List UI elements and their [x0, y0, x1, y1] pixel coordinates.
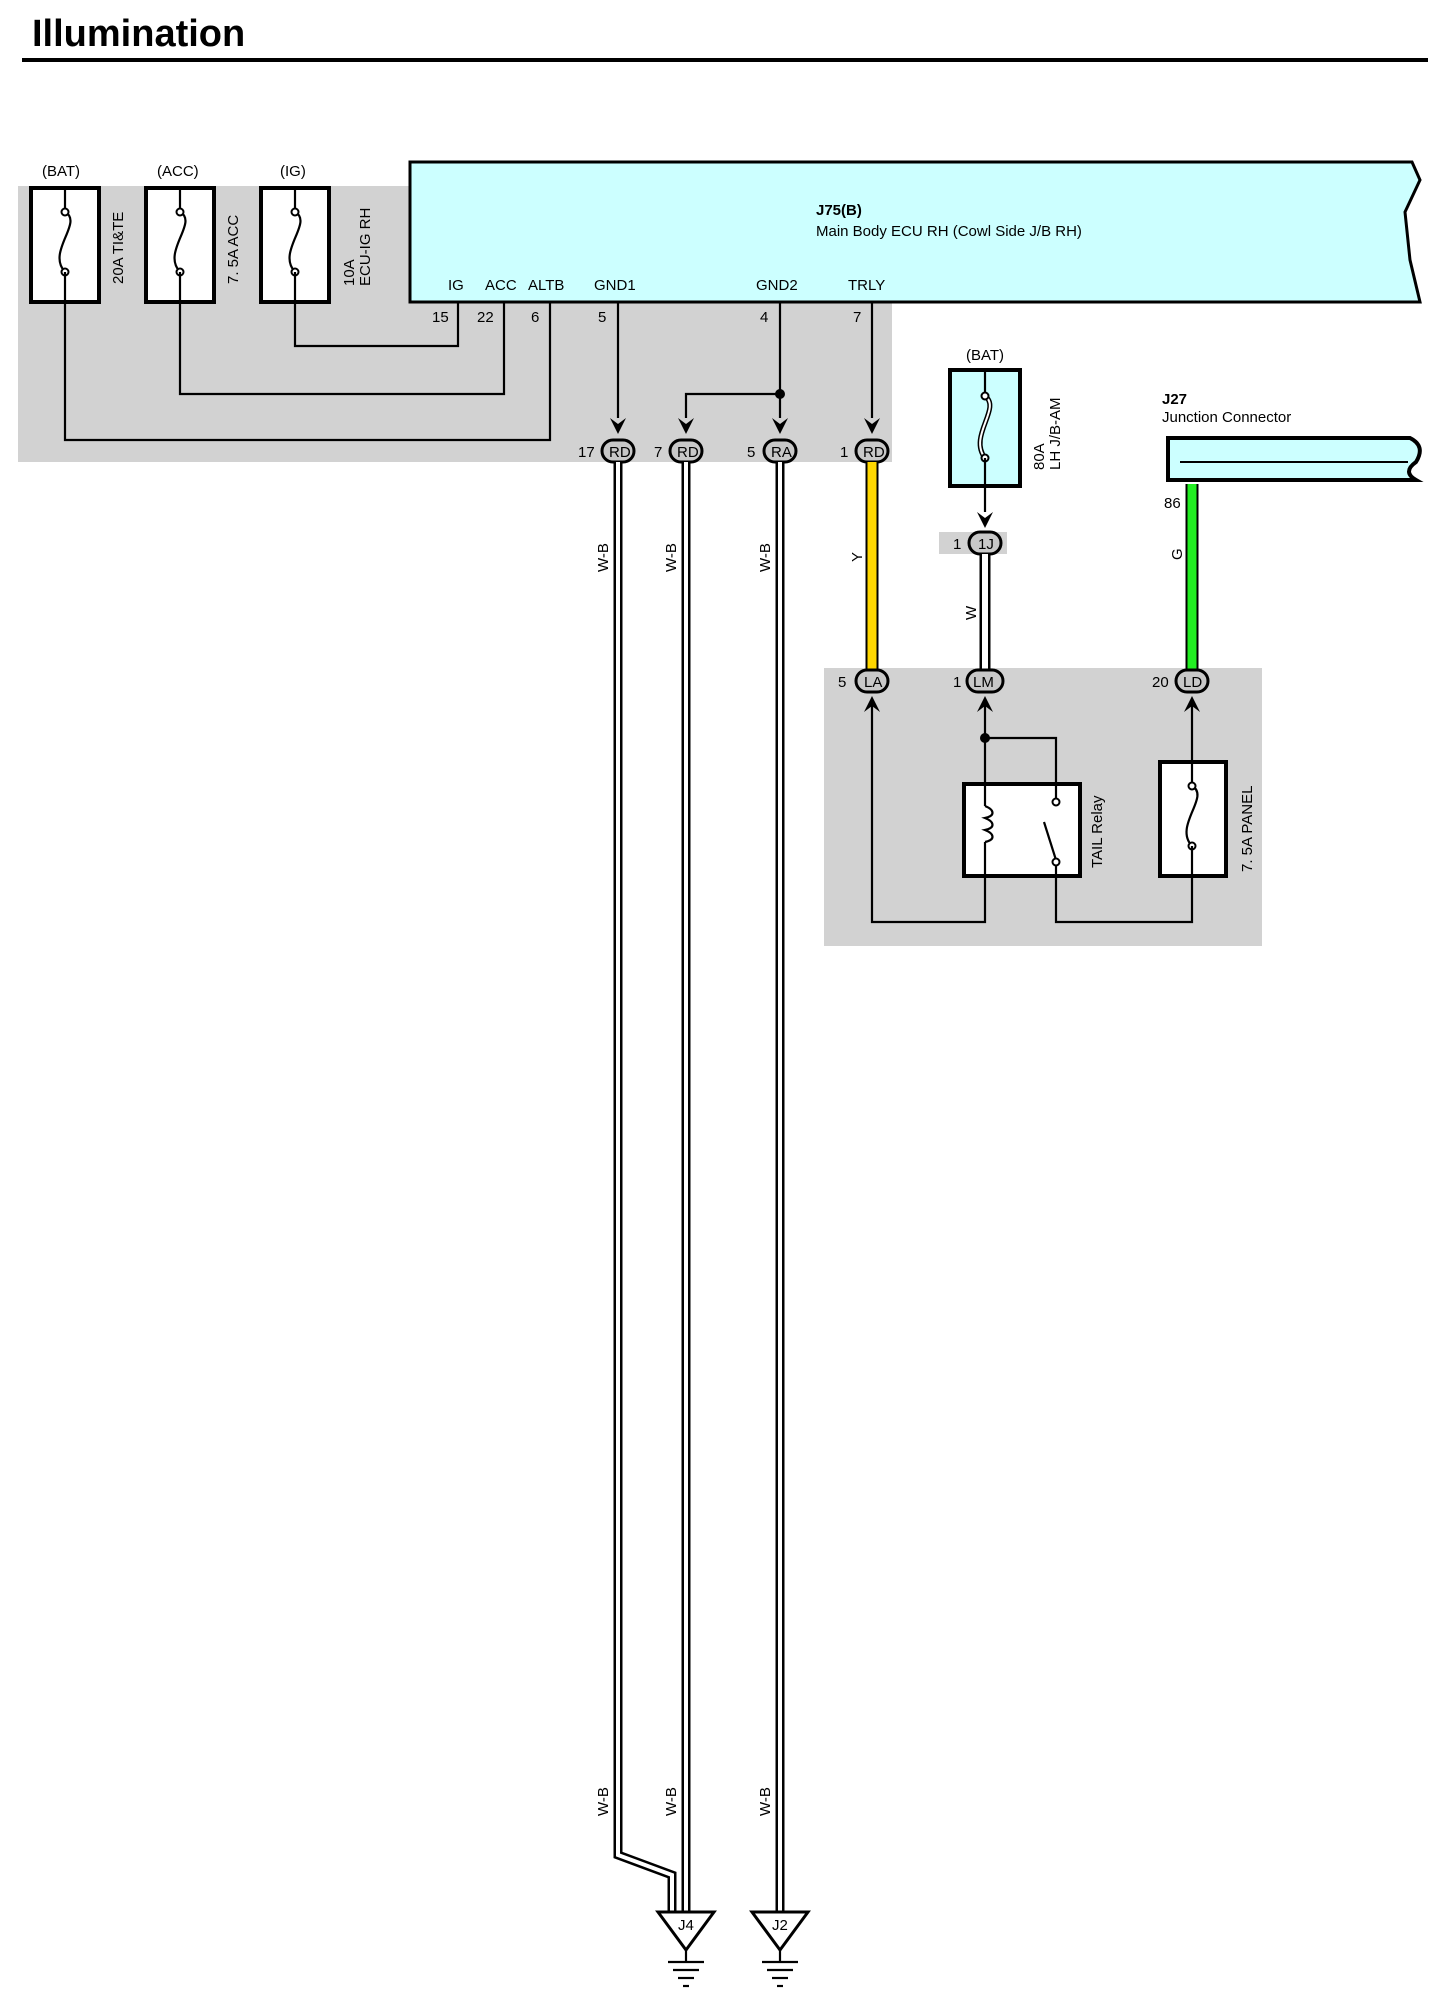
link-rating: 80A — [1031, 443, 1048, 470]
fuse-7-5a-acc-symbol — [144, 186, 216, 304]
connector-arrows-lower — [864, 696, 1200, 712]
junction-name: Junction Connector — [1162, 409, 1291, 426]
wire-label-gnd2b-lower: W-B — [757, 1787, 774, 1816]
connector-7-rd: RD 7 — [654, 438, 704, 464]
ecu-pin-label-trly: TRLY — [848, 277, 885, 294]
wire-relay-to-fuse — [1054, 876, 1194, 924]
wire-acc — [178, 302, 506, 396]
svg-text:RD: RD — [609, 444, 631, 461]
ground-j2: J2 — [749, 1910, 811, 1988]
page-title: Illumination — [32, 13, 245, 55]
svg-text:5: 5 — [838, 674, 846, 691]
ecu-pin-label-altb: ALTB — [528, 277, 564, 294]
svg-text:RD: RD — [863, 444, 885, 461]
svg-text:RD: RD — [677, 444, 699, 461]
fuse3-rating: 10A — [341, 259, 358, 286]
wire-label-gnd1: W-B — [595, 543, 612, 572]
fuse-7-5a-panel-symbol — [1158, 760, 1228, 878]
connector-1-rd: RD 1 — [840, 438, 890, 464]
relay-name: TAIL Relay — [1089, 795, 1106, 868]
ground-wires — [613, 462, 785, 1920]
ecu-pin-label-gnd1: GND1 — [594, 277, 636, 294]
ecu-pin-num-acc: 22 — [477, 309, 494, 326]
svg-text:5: 5 — [747, 444, 755, 461]
wire-ig — [293, 302, 460, 348]
ecu-pin-num-altb: 6 — [531, 309, 539, 326]
fuse-10a-ecu-ig-symbol — [259, 186, 331, 304]
wire-label-link: W — [963, 605, 980, 620]
ecu-name: Main Body ECU RH (Cowl Side J/B RH) — [816, 223, 1082, 240]
link-arrow — [977, 512, 993, 528]
svg-text:RA: RA — [771, 444, 792, 461]
ecu-pin-num-gnd1: 5 — [598, 309, 606, 326]
panel-fuse-rating: 7. 5A PANEL — [1239, 786, 1256, 872]
wire-la-to-relay — [870, 706, 987, 924]
link-source: (BAT) — [966, 347, 1004, 364]
connector-1-lm: LM 1 — [953, 668, 1005, 694]
wire-label-gnd2a: W-B — [663, 543, 680, 572]
wire-label-gnd2a-lower: W-B — [663, 1787, 680, 1816]
svg-text:7: 7 — [654, 444, 662, 461]
connector-1-1j: 1J 1 — [953, 530, 1003, 556]
svg-text:17: 17 — [578, 444, 595, 461]
svg-text:LA: LA — [864, 674, 882, 691]
connector-17-rd: RD 17 — [578, 438, 636, 464]
ecu-id: J75(B) — [816, 202, 862, 219]
fuse2-rating: 7. 5A ACC — [225, 215, 242, 284]
svg-text:J2: J2 — [772, 1917, 788, 1934]
fuse2-source: (ACC) — [157, 163, 199, 180]
fuse-20a-tite-symbol — [29, 186, 101, 304]
connector-5-ra: RA 5 — [747, 438, 798, 464]
wire-label-trly: Y — [849, 552, 866, 562]
fusible-link-80a-symbol — [948, 368, 1022, 488]
fuse3-name: ECU-IG RH — [357, 208, 374, 286]
connector-20-ld: LD 20 — [1152, 668, 1210, 694]
ecu-pin-label-gnd2: GND2 — [756, 277, 798, 294]
wire-label-junction: G — [1169, 548, 1186, 560]
fuse1-rating: 20A TI&TE — [110, 212, 127, 284]
svg-text:1: 1 — [953, 536, 961, 553]
svg-text:J4: J4 — [678, 1917, 694, 1934]
wire-label-gnd1-lower: W-B — [595, 1787, 612, 1816]
ecu-pin-num-ig: 15 — [432, 309, 449, 326]
splice-dot — [775, 389, 785, 399]
ground-j4: J4 — [655, 1910, 717, 1988]
fuse3-source: (IG) — [280, 163, 306, 180]
junction-pin: 86 — [1164, 495, 1181, 512]
tail-relay-symbol — [962, 706, 1082, 878]
svg-text:1: 1 — [953, 674, 961, 691]
ecu-pin-label-ig: IG — [448, 277, 464, 294]
svg-text:1J: 1J — [978, 536, 994, 553]
ecu-pin-num-gnd2: 4 — [760, 309, 768, 326]
junction-connector-box — [1166, 436, 1424, 482]
wire-gnd2-branch — [684, 392, 780, 418]
ecu-pin-num-trly: 7 — [853, 309, 861, 326]
svg-text:LM: LM — [973, 674, 994, 691]
ecu-box — [408, 160, 1422, 304]
fuse1-source: (BAT) — [42, 163, 80, 180]
svg-text:1: 1 — [840, 444, 848, 461]
connector-5-la: LA 5 — [838, 668, 890, 694]
connector-arrows-upper — [610, 418, 880, 434]
junction-id: J27 — [1162, 391, 1187, 408]
ecu-pin-label-acc: ACC — [485, 277, 517, 294]
svg-text:20: 20 — [1152, 674, 1169, 691]
svg-text:LD: LD — [1183, 674, 1202, 691]
wire-label-gnd2b: W-B — [757, 543, 774, 572]
wire-altb — [63, 302, 552, 442]
link-name: LH J/B-AM — [1047, 397, 1064, 470]
